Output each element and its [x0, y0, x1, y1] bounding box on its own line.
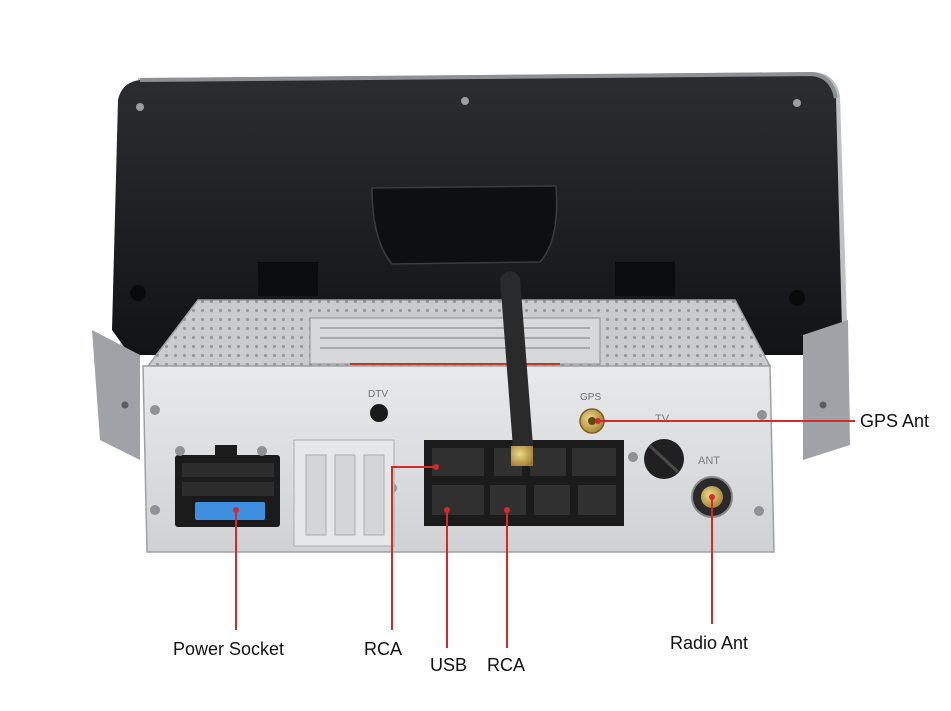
dtv-mark: DTV — [368, 389, 388, 400]
rca-label-right: RCA — [487, 655, 526, 675]
leader-lines — [235, 420, 855, 648]
power-socket-label: Power Socket — [173, 639, 285, 659]
leader-dots — [233, 418, 715, 513]
dtv-port — [370, 404, 388, 422]
power-socket-connector — [175, 445, 280, 527]
gps-ant-label: GPS Ant — [860, 411, 930, 431]
gps-sma-connector — [579, 408, 605, 434]
rca-left-leader — [391, 466, 436, 630]
gps-mark: GPS — [580, 392, 601, 403]
tv-mark: TV — [655, 413, 670, 425]
gps-antenna — [500, 271, 533, 466]
usb-label: USB — [430, 655, 468, 675]
rear-housing — [112, 71, 850, 445]
ant-mark: ANT — [698, 455, 720, 467]
tv-port — [644, 439, 684, 479]
radio-ant-label: Radio Ant — [670, 633, 749, 653]
blank-slot — [293, 439, 395, 547]
side-brackets — [92, 320, 850, 460]
rca-label-left: RCA — [364, 639, 403, 659]
chassis-top — [146, 299, 772, 367]
